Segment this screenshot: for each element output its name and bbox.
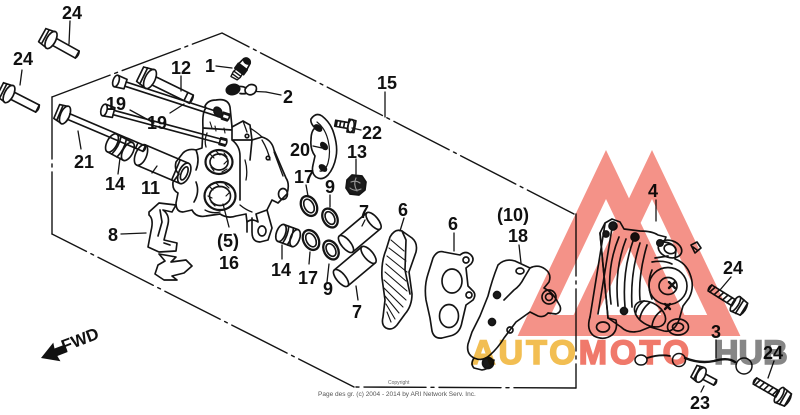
svg-text:14: 14	[271, 260, 291, 280]
svg-text:8: 8	[108, 225, 118, 245]
svg-text:HUB: HUB	[714, 334, 788, 372]
svg-text:17: 17	[298, 268, 318, 288]
svg-text:15: 15	[377, 73, 397, 93]
svg-text:16: 16	[219, 253, 239, 273]
svg-text:12: 12	[171, 58, 191, 78]
svg-text:17: 17	[294, 167, 314, 187]
svg-text:Copyright: Copyright	[388, 380, 410, 386]
svg-text:(10): (10)	[497, 205, 529, 225]
svg-text:9: 9	[325, 177, 335, 197]
svg-text:20: 20	[290, 140, 310, 160]
svg-text:19: 19	[106, 94, 126, 114]
svg-text:7: 7	[352, 302, 362, 322]
svg-text:1: 1	[205, 56, 215, 76]
svg-text:7: 7	[359, 202, 369, 222]
svg-text:FWD: FWD	[59, 324, 102, 356]
svg-text:14: 14	[105, 174, 125, 194]
svg-text:18: 18	[508, 226, 528, 246]
svg-text:13: 13	[347, 142, 367, 162]
svg-text:24: 24	[62, 3, 82, 23]
svg-text:Page des gr. (c) 2004 - 2014 b: Page des gr. (c) 2004 - 2014 by ARI Netw…	[318, 391, 476, 398]
svg-text:24: 24	[763, 343, 783, 363]
svg-text:24: 24	[723, 258, 743, 278]
svg-text:19: 19	[147, 113, 167, 133]
svg-text:22: 22	[362, 123, 382, 143]
svg-text:(5): (5)	[217, 231, 239, 251]
svg-text:6: 6	[448, 214, 458, 234]
svg-text:6: 6	[398, 200, 408, 220]
svg-text:23: 23	[690, 393, 710, 413]
svg-text:24: 24	[13, 49, 33, 69]
svg-text:11: 11	[141, 178, 160, 198]
svg-text:AUTOMOTO: AUTOMOTO	[471, 334, 692, 372]
svg-text:9: 9	[323, 279, 333, 299]
svg-text:2: 2	[283, 87, 293, 107]
svg-text:21: 21	[74, 152, 94, 172]
